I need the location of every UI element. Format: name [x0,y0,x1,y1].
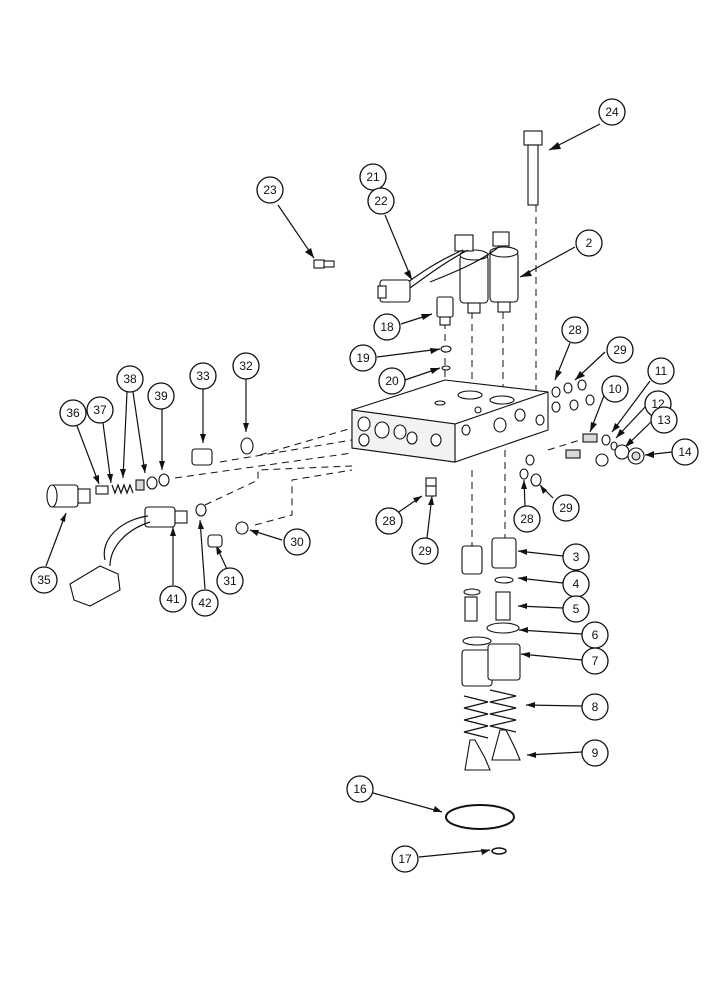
svg-text:31: 31 [223,574,237,588]
svg-text:3: 3 [573,550,580,564]
callout: 18 [373,313,401,341]
callout: 5 [562,595,590,623]
svg-text:29: 29 [613,343,627,357]
svg-text:5: 5 [573,602,580,616]
callout: 41 [159,585,187,613]
svg-text:8: 8 [592,700,599,714]
callout: 23 [256,176,284,204]
cartridge-18-20 [436,296,454,371]
callout: 28 [513,505,541,533]
callout: 39 [147,382,175,410]
callout: 29 [411,537,439,565]
svg-text:14: 14 [678,445,692,459]
svg-text:23: 23 [263,183,277,197]
callout: 36 [59,399,87,427]
callout: 7 [581,647,609,675]
svg-text:17: 17 [398,852,412,866]
svg-text:41: 41 [166,592,180,606]
svg-text:9: 9 [592,746,599,760]
svg-text:42: 42 [198,596,212,610]
alignment-lines [174,205,581,548]
svg-text:4: 4 [573,577,580,591]
callout: 3 [562,543,590,571]
plugs-28-29-bottom [425,454,542,497]
svg-text:18: 18 [380,320,394,334]
callout: 8 [581,693,609,721]
plugs-28-29-top [551,379,595,413]
callout: 11 [647,357,675,385]
left-parts [46,437,254,607]
svg-text:19: 19 [356,351,370,365]
svg-text:28: 28 [382,514,396,528]
valve-stack-right [486,537,521,761]
bolt-24 [523,130,543,206]
svg-text:13: 13 [657,413,671,427]
svg-text:39: 39 [154,389,168,403]
callout: 42 [191,589,219,617]
screw-23 [313,259,335,269]
callout: 37 [86,396,114,424]
callout: 16 [346,775,374,803]
callout: 19 [349,344,377,372]
leader-lines [45,123,673,858]
callout: 24 [598,98,626,126]
callout: 2 [575,229,603,257]
callout: 17 [391,845,419,873]
callout: 4 [562,570,590,598]
svg-text:33: 33 [196,369,210,383]
svg-text:38: 38 [123,372,137,386]
svg-text:21: 21 [366,170,380,184]
callout: 30 [283,528,311,556]
svg-text:11: 11 [655,364,668,378]
svg-text:7: 7 [592,654,599,668]
callout: 31 [216,567,244,595]
parts-10-14 [565,433,645,467]
svg-text:22: 22 [374,194,388,208]
svg-text:10: 10 [608,382,622,396]
callout: 29 [552,494,580,522]
svg-text:32: 32 [239,359,253,373]
callout: 29 [606,336,634,364]
callout: 21 [359,163,387,191]
callout: 13 [650,406,678,434]
callout: 28 [561,316,589,344]
valve-block [351,379,549,463]
callout: 20 [378,367,406,395]
svg-text:24: 24 [605,105,619,119]
svg-text:2: 2 [586,236,593,250]
svg-text:28: 28 [520,512,534,526]
svg-text:35: 35 [37,573,51,587]
svg-text:36: 36 [66,406,80,420]
svg-text:37: 37 [93,403,107,417]
orings-16-17 [445,804,515,855]
callout-balloons: 24 23 21 22 2 18 19 20 28 29 10 11 12 13… [30,98,699,873]
valve-stack-left [461,545,493,771]
callout: 14 [671,438,699,466]
callout: 33 [189,362,217,390]
callout: 38 [116,365,144,393]
svg-text:20: 20 [385,374,399,388]
callout: 10 [601,375,629,403]
svg-text:30: 30 [290,535,304,549]
callout: 35 [30,566,58,594]
callout: 32 [232,352,260,380]
svg-text:28: 28 [568,323,582,337]
svg-text:6: 6 [592,628,599,642]
callout: 22 [367,187,395,215]
callout: 9 [581,739,609,767]
svg-text:29: 29 [559,501,573,515]
callout: 6 [581,621,609,649]
svg-text:29: 29 [418,544,432,558]
solenoid-assembly [377,231,519,314]
svg-text:16: 16 [353,782,367,796]
callout: 28 [375,507,403,535]
